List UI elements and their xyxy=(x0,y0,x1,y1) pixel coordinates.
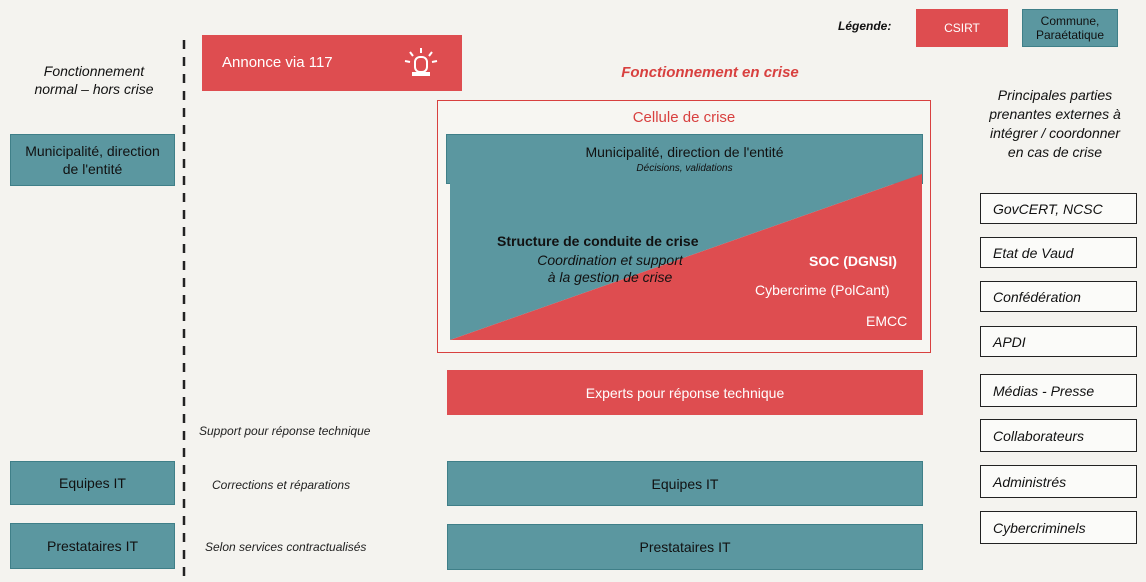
structure-split-shape xyxy=(450,174,922,340)
cellule-de-crise-frame: Cellule de crise Municipalité, direction… xyxy=(437,100,931,353)
left-title: Fonctionnement normal – hors crise xyxy=(34,63,154,97)
experts-box: Experts pour réponse technique xyxy=(447,370,923,415)
soc-label: SOC (DGNSI) xyxy=(809,253,897,269)
annotation-selon: Selon services contractualisés xyxy=(205,540,367,554)
cellule-title: Cellule de crise xyxy=(632,109,736,126)
left-prestataires-box: Prestataires IT xyxy=(10,523,175,569)
crisis-prestataires-box: Prestataires IT xyxy=(447,524,923,570)
legend-csirt: CSIRT xyxy=(916,9,1008,47)
cybercrime-label: Cybercrime (PolCant) xyxy=(755,282,890,298)
stakeholder-item: Médias - Presse xyxy=(980,374,1137,407)
stakeholder-item: Administrés xyxy=(980,465,1137,498)
annotation-corrections: Corrections et réparations xyxy=(212,478,351,492)
stakeholder-item: Confédération xyxy=(980,281,1137,312)
stakeholder-item: Etat de Vaud xyxy=(980,237,1137,268)
siren-icon xyxy=(404,48,438,76)
stakeholder-item: Collaborateurs xyxy=(980,419,1137,452)
announce-label: Annonce via 117 xyxy=(222,54,333,71)
right-title: Principales parties prenantes externes à… xyxy=(989,87,1121,160)
stakeholder-item: Cybercriminels xyxy=(980,511,1137,544)
crisis-municipalite-title: Municipalité, direction de l'entité xyxy=(585,144,784,160)
dashed-separator xyxy=(182,40,186,580)
stakeholder-item: APDI xyxy=(980,326,1137,357)
crisis-equipes-box: Equipes IT xyxy=(447,461,923,506)
stakeholder-item: GovCERT, NCSC xyxy=(980,193,1137,224)
legend-commune: Commune, Paraétatique xyxy=(1022,9,1118,47)
annotation-support: Support pour réponse technique xyxy=(199,424,371,438)
left-equipes-box: Equipes IT xyxy=(10,461,175,505)
structure-title: Structure de conduite de crise xyxy=(497,233,699,249)
emcc-label: EMCC xyxy=(866,313,908,329)
announce-box: Annonce via 117 xyxy=(202,35,462,91)
crisis-municipalite-sub: Décisions, validations xyxy=(636,163,733,174)
legend-label: Légende: xyxy=(838,19,892,33)
crisis-title: Fonctionnement en crise xyxy=(621,64,799,81)
left-municipalite-box: Municipalité, direction de l'entité xyxy=(10,134,175,186)
structure-subtitle: Coordination et support à la gestion de … xyxy=(537,252,683,285)
